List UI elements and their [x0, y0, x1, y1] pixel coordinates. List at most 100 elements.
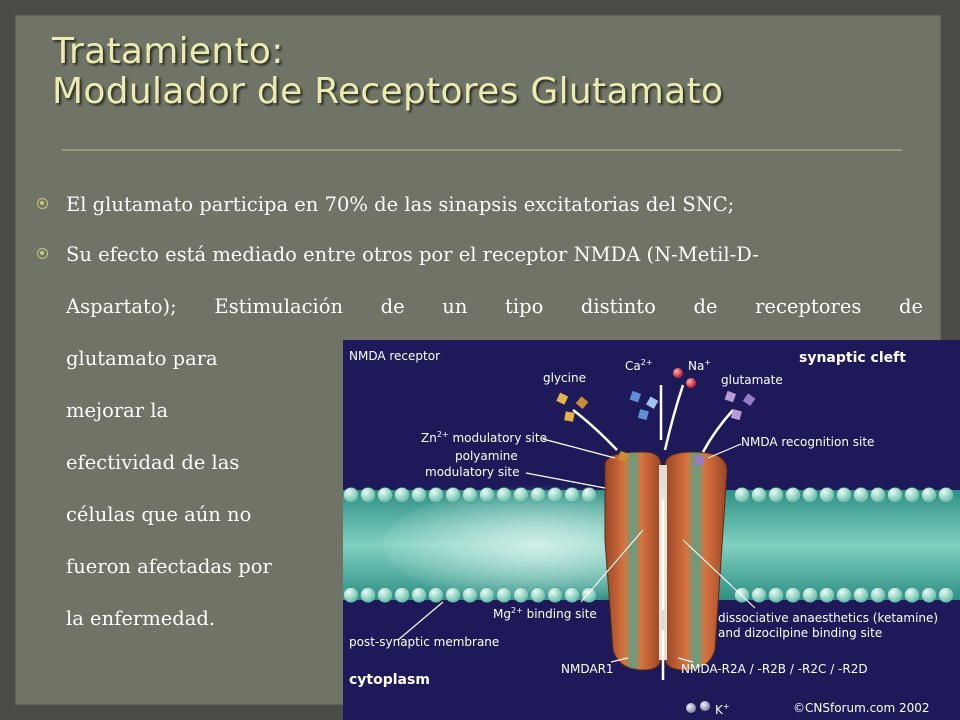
lipid-head	[938, 487, 954, 503]
label-dissociative-2: and dizocilpine binding site	[718, 626, 882, 640]
lipid-head	[581, 487, 597, 503]
bullet-2-line-1: Su efecto está mediado entre otros por e…	[66, 243, 759, 266]
lipid-head	[411, 587, 427, 603]
lipid-head	[768, 487, 784, 503]
bullet-2-line-3: glutamato para	[66, 347, 218, 370]
bullet-marker-icon	[37, 248, 48, 259]
lipid-head	[921, 587, 937, 603]
title-line-2: Modulador de Receptores Glutamato	[52, 71, 724, 112]
lipid-head	[343, 487, 359, 503]
lipid-head	[853, 587, 869, 603]
lipid-head	[496, 587, 512, 603]
lipid-head	[785, 587, 801, 603]
lipid-head	[496, 487, 512, 503]
lipid-head	[938, 587, 954, 603]
lipid-head	[530, 487, 546, 503]
lipid-head	[547, 487, 563, 503]
lipid-head	[428, 487, 444, 503]
bullet-2-line-6: células que aún no	[66, 503, 252, 526]
sodium-ions	[673, 368, 696, 388]
leader-lines	[397, 438, 756, 663]
lipid-head	[870, 487, 886, 503]
lipid-heads-bottom	[343, 587, 954, 603]
lipid-head	[479, 487, 495, 503]
lipid-head	[564, 587, 580, 603]
lipid-head	[377, 587, 393, 603]
title-line-1: Tratamiento:	[52, 31, 284, 72]
bullet-1-text: El glutamato participa en 70% de las sin…	[66, 193, 735, 216]
glutamate-molecules	[694, 390, 756, 466]
lipid-head	[819, 587, 835, 603]
bullet-marker-icon	[37, 198, 48, 209]
nmda-diagram-svg: NMDA receptor synaptic cleft glycine Ca2…	[343, 349, 960, 720]
lipid-head	[462, 587, 478, 603]
label-polyamine-2: modulatory site	[425, 465, 520, 479]
bullet-item-1: El glutamato participa en 70% de las sin…	[37, 179, 926, 231]
lipid-head	[513, 587, 529, 603]
label-nmda-recognition: NMDA recognition site	[741, 435, 874, 449]
label-zn-site: Zn2+ modulatory site	[421, 430, 547, 445]
lipid-head	[751, 487, 767, 503]
flow-arrows	[572, 384, 734, 680]
lipid-head	[870, 587, 886, 603]
label-nmda-r2: NMDA-R2A / -R2B / -R2C / -R2D	[681, 662, 868, 676]
lipid-head	[377, 487, 393, 503]
nmda-receptor-diagram: NMDA receptor synaptic cleft glycine Ca2…	[343, 340, 960, 720]
label-potassium: K+	[715, 702, 730, 717]
bullet-2-line-8: la enfermedad.	[66, 607, 216, 630]
lipid-head	[751, 587, 767, 603]
lipid-head	[836, 587, 852, 603]
bullet-2-line-2: Aspartato); Estimulación de un tipo dist…	[66, 295, 923, 318]
nmda-channel	[604, 451, 728, 671]
lipid-head	[479, 587, 495, 603]
label-polyamine-1: polyamine	[455, 449, 518, 463]
slide-title: Tratamiento: Modulador de Receptores Glu…	[52, 32, 892, 112]
lipid-head	[802, 587, 818, 603]
label-nmdar1: NMDAR1	[561, 662, 614, 676]
label-nmda-receptor: NMDA receptor	[349, 349, 440, 363]
lipid-head	[445, 487, 461, 503]
copyright-notice: ©CNSforum.com 2002	[793, 701, 930, 715]
lipid-head	[887, 487, 903, 503]
lipid-head	[530, 587, 546, 603]
label-synaptic-cleft: synaptic cleft	[799, 350, 906, 366]
lipid-head	[768, 587, 784, 603]
lipid-head	[445, 587, 461, 603]
lipid-head	[360, 587, 376, 603]
lipid-head	[785, 487, 801, 503]
lipid-heads-top	[343, 487, 954, 503]
lipid-head	[734, 487, 750, 503]
label-glycine: glycine	[543, 371, 586, 385]
lipid-head	[411, 487, 427, 503]
label-glutamate: glutamate	[721, 373, 783, 387]
lipid-head	[853, 487, 869, 503]
label-post-synaptic: post-synaptic membrane	[349, 635, 499, 649]
lipid-head	[836, 487, 852, 503]
title-divider	[62, 149, 902, 151]
bullet-item-2: Su efecto está mediado entre otros por e…	[37, 229, 923, 645]
label-calcium: Ca2+	[625, 358, 653, 373]
label-cytoplasm: cytoplasm	[349, 672, 430, 688]
lipid-head	[904, 487, 920, 503]
lipid-head	[921, 487, 937, 503]
label-mg-site: Mg2+ binding site	[493, 606, 597, 621]
calcium-ions	[629, 390, 659, 421]
potassium-ions	[686, 701, 710, 713]
label-sodium: Na+	[688, 358, 711, 373]
lipid-head	[819, 487, 835, 503]
lipid-head	[513, 487, 529, 503]
glycine-molecules	[556, 392, 630, 463]
label-dissociative-1: dissociative anaesthetics (ketamine)	[718, 611, 938, 625]
bullet-2-line-5: efectividad de las	[66, 451, 240, 474]
lipid-head	[564, 487, 580, 503]
lipid-head	[547, 587, 563, 603]
bullet-2-line-4: mejorar la	[66, 399, 169, 422]
bullet-2-line-7: fueron afectadas por	[66, 555, 272, 578]
lipid-head	[394, 487, 410, 503]
lipid-head	[343, 587, 359, 603]
lipid-head	[428, 587, 444, 603]
lipid-head	[802, 487, 818, 503]
lipid-head	[360, 487, 376, 503]
lipid-head	[887, 587, 903, 603]
lipid-head	[581, 587, 597, 603]
